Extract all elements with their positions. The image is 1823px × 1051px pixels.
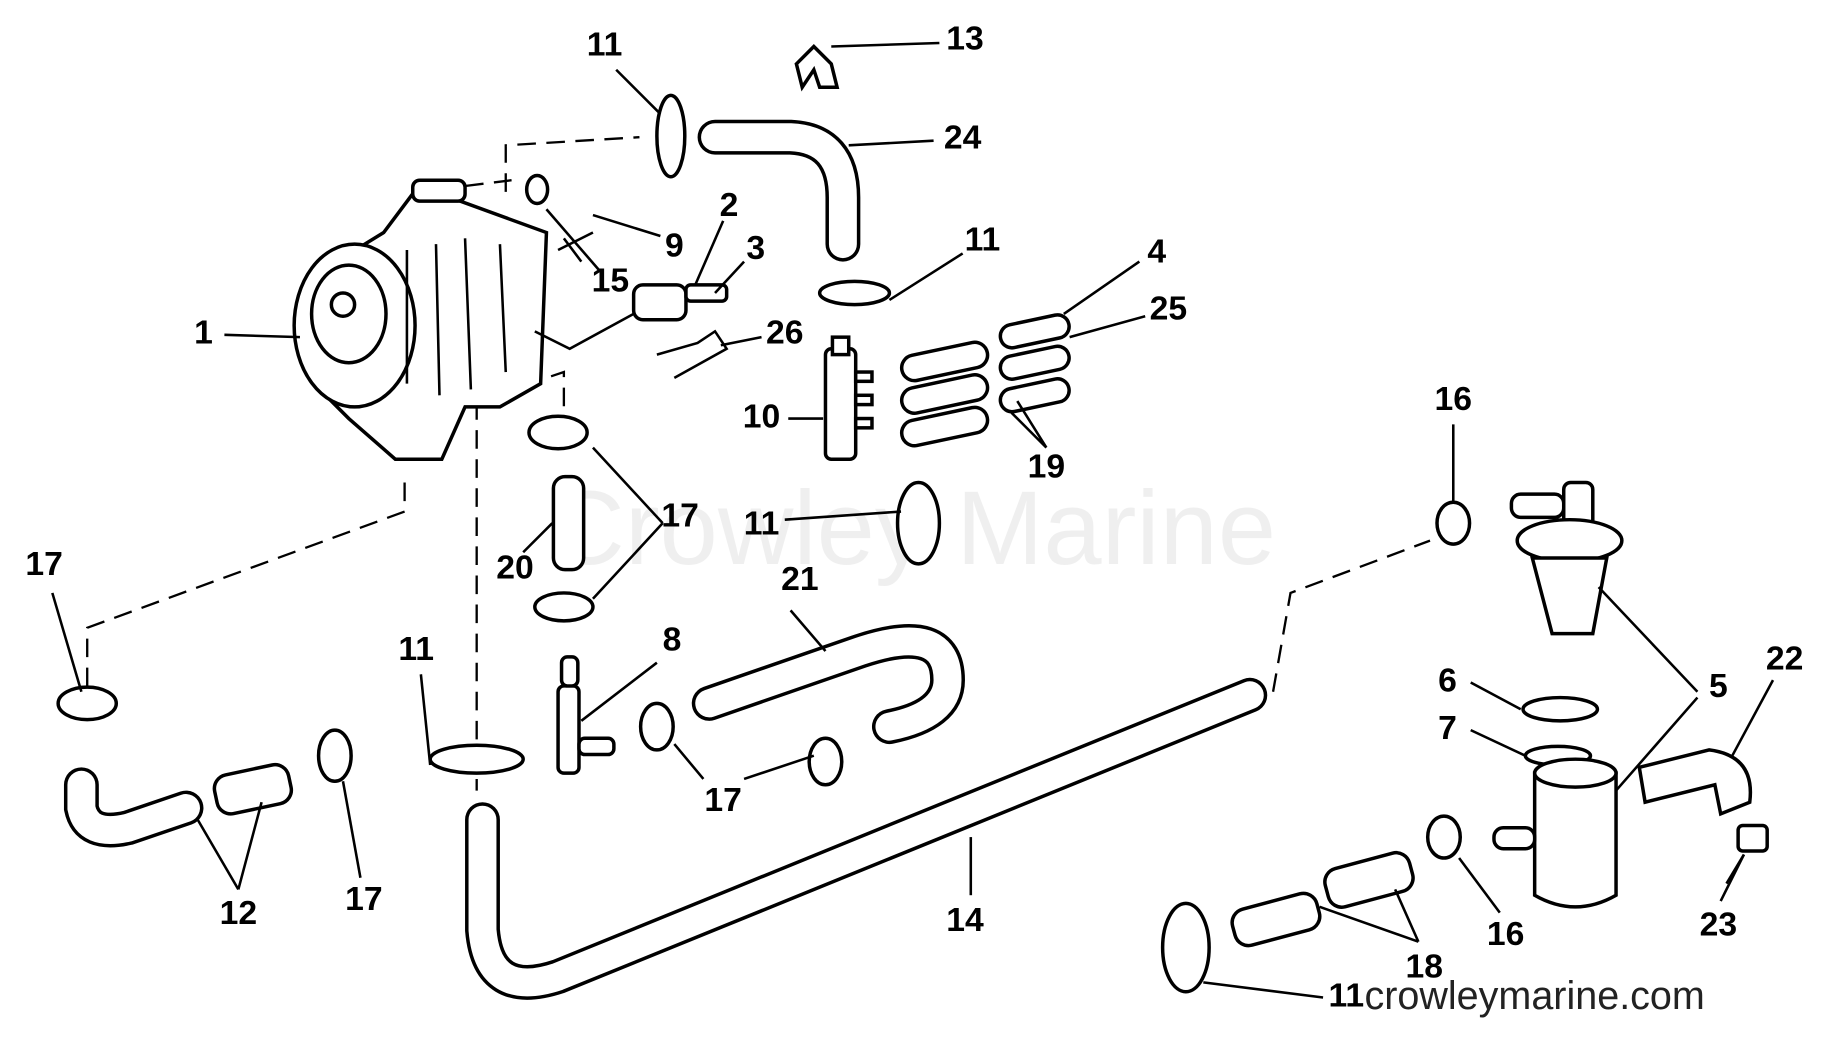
short-hoses-4-25-19 [899,313,1071,448]
clip-13 [794,44,840,92]
callout-9: 9 [665,227,684,265]
callout-13: 13 [946,20,984,58]
hose-21 [691,623,965,745]
clamp-11-right [895,480,942,566]
clamp-11-left [428,743,525,775]
hose-24 [697,119,861,262]
callout-20: 20 [496,549,534,587]
callout-26: 26 [766,314,804,352]
callout-24: 24 [944,118,982,156]
callout-6: 6 [1438,661,1457,699]
callout-21: 21 [781,560,819,598]
callout-11: 11 [587,25,623,63]
fitting-10 [823,335,874,461]
callout-23: 23 [1700,906,1738,944]
fitting-8 [556,655,616,775]
callout-12: 12 [220,894,258,932]
hose-14 [465,677,1268,1000]
callout-10: 10 [743,397,781,435]
callout-17: 17 [661,496,699,534]
clamp-11-bottom [1160,901,1211,994]
tube-20 [551,474,586,572]
callout-4: 4 [1147,232,1166,270]
callout-11: 11 [965,221,1001,259]
callout-5: 5 [1709,667,1728,705]
callout-16: 16 [1487,915,1525,953]
callout-17: 17 [345,880,383,918]
callout-8: 8 [663,621,682,659]
callout-2: 2 [720,186,739,224]
clip-26 [656,329,729,379]
clamp-11-mid [817,279,892,307]
clamp-16-top [1435,500,1472,546]
clamp-11-top [655,93,687,179]
callout-3: 3 [746,229,765,267]
sensor-2-3 [534,283,729,351]
bracket-22 [1637,748,1753,817]
website-watermark: crowleymarine.com [1364,974,1704,1018]
callout-18: 18 [1405,947,1443,985]
callout-11: 11 [744,504,780,542]
hoses-18 [1230,850,1415,948]
callout-25: 25 [1150,289,1188,327]
callout-7: 7 [1438,709,1457,747]
leader-lines [51,41,1775,999]
hoses-12 [63,762,294,848]
assembly-dashed-lines [86,136,1431,791]
callout-15: 15 [592,261,630,299]
callout-11: 11 [1328,976,1364,1014]
clamp-16-bottom [1425,814,1462,860]
callout-22: 22 [1766,639,1804,677]
fuel-filter-5 [1492,480,1624,909]
callout-14: 14 [946,901,984,939]
callout-16: 16 [1435,380,1473,418]
callout-19: 19 [1028,447,1066,485]
callout-17: 17 [25,545,62,583]
callout-17: 17 [704,781,742,819]
hose-clamps-17 [56,414,844,787]
callout-11: 11 [398,630,434,668]
callout-1: 1 [194,314,213,352]
fuel-pump [292,178,549,461]
washer-15 [524,173,550,206]
